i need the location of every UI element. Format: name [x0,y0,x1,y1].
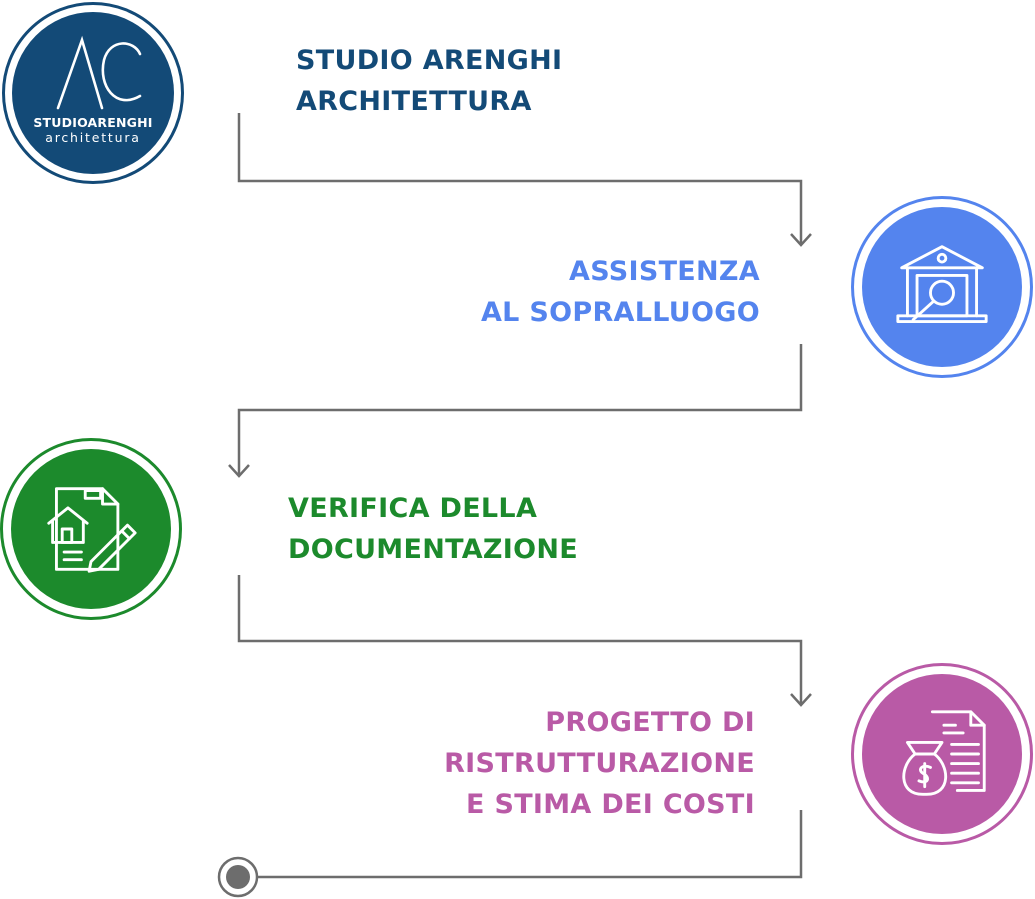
step-2-line-1: ASSISTENZA [569,256,760,287]
step-4-title: PROGETTO DI RISTRUTTURAZIONE E STIMA DEI… [444,702,755,825]
end-point-marker [217,856,259,898]
logo-name: STUDIOARENGHI [33,115,153,130]
studio-logo-circle: STUDIOARENGHI architettura [2,2,184,184]
step-4-line-2: RISTRUTTURAZIONE [444,748,755,779]
step-1-line-2: ARCHITETTURA [296,86,532,117]
money-estimate-icon [902,710,986,796]
arrowhead-2 [228,464,250,478]
logo-subtitle: architettura [45,130,141,145]
connector-4 [258,810,803,879]
step-4-line-3: E STIMA DEI COSTI [466,789,755,820]
step-3-title: VERIFICA DELLA DOCUMENTAZIONE [288,488,578,570]
connector-2 [237,344,803,474]
studio-logo-monogram [56,35,142,110]
document-signing-icon [47,487,137,573]
step-1-line-1: STUDIO ARENGHI [296,45,563,76]
connector-3 [237,575,803,703]
arrowhead-1 [790,233,812,247]
house-inspection-icon [896,245,988,323]
documentation-circle [0,438,182,620]
step-1-title: STUDIO ARENGHI ARCHITETTURA [296,40,562,122]
connector-1 [237,113,803,243]
step-3-line-2: DOCUMENTAZIONE [288,534,579,565]
step-2-title: ASSISTENZA AL SOPRALLUOGO [481,251,760,333]
step-2-line-2: AL SOPRALLUOGO [480,297,760,328]
arrowhead-3 [790,693,812,707]
assistance-circle [851,196,1033,378]
step-4-line-1: PROGETTO DI [545,707,755,738]
project-estimate-circle [851,663,1033,845]
step-3-line-1: VERIFICA DELLA [288,493,538,524]
